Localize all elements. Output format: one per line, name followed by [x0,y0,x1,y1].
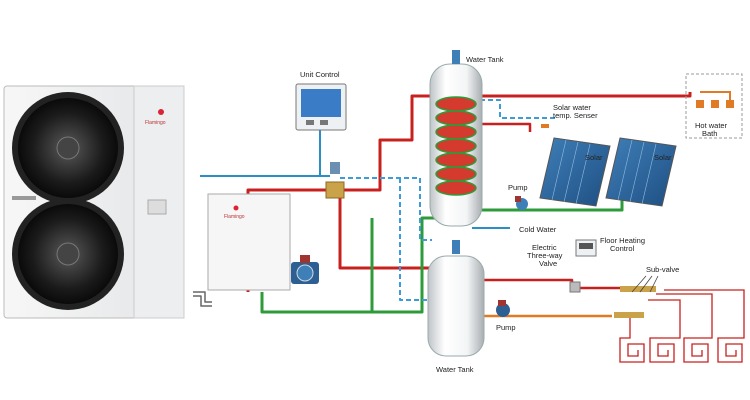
sub-valve-label: Sub-valve [646,265,679,274]
unit-control-panel: Unit Control [295,70,347,131]
pipe-solar-supply [480,122,532,132]
lower-water-tank: Water Tank [427,240,485,374]
floor-heating-control-icon [575,239,597,257]
cold-water-label: Cold Water [519,225,557,234]
pipe-floor-supply [480,278,640,290]
pump-floor-icon [496,300,510,317]
upper-water-tank: Water Tank [429,50,504,227]
pipe-hot-water-out [480,92,692,98]
hot-water-label-2: Bath [702,129,717,138]
water-tank-bottom-label: Water Tank [436,365,474,374]
solar-panel-right: Solar [605,137,677,207]
pipe-control-line [200,127,330,177]
hot-water-bath: Hot water Bath [685,73,743,139]
fan-icon [12,92,124,204]
shower-head-icon [696,91,734,108]
indoor-hydro-unit: Flamingo [207,193,291,291]
unit-control-label: Unit Control [300,70,340,79]
pump-solar-icon [515,196,528,210]
hot-water-label-1: Hot water [695,121,728,130]
solar-sensor-label-2: temp. Senser [553,111,598,120]
floor-heating-loops [619,289,745,363]
electric-three-way-valve-icon [569,281,581,293]
water-tank-top-label: Water Tank [466,55,504,64]
brand-logo: Flamingo [145,109,166,126]
three-way-valve-main-icon [325,162,345,199]
outdoor-unit: Flamingo [3,85,185,319]
solar-sensor-icon [541,124,549,128]
floor-control-label-1: Floor Heating [600,236,645,245]
solar-sensor-label-1: Solar water [553,103,591,112]
brand-text-indoor: Flamingo [224,214,245,220]
solar-label-2: Solar [654,153,672,162]
pump-solar-label: Pump [508,183,528,192]
pipe-unit-link [193,291,212,307]
fan-icon [12,198,124,310]
pipe-hot-to-lower-tank [338,196,432,270]
annotations: Solar water temp. Senser Pump Cold Water… [496,103,679,332]
valve-label-1: Electric [532,243,557,252]
valve-label-3: Valve [539,259,557,268]
circulation-pump-icon [291,255,319,284]
heating-coil [435,96,477,196]
brand-dot-icon [233,205,239,211]
solar-label-1: Solar [585,153,603,162]
valve-label-2: Three-way [527,251,563,260]
solar-panel-left: Solar [539,137,611,207]
sub-valve-manifold [614,275,659,318]
pipe-dashed-loop [340,99,555,301]
pump-bottom-label: Pump [496,323,516,332]
brand-text: Flamingo [145,120,166,126]
floor-control-label-2: Control [610,244,635,253]
pipe-hot-to-tank [340,94,432,192]
